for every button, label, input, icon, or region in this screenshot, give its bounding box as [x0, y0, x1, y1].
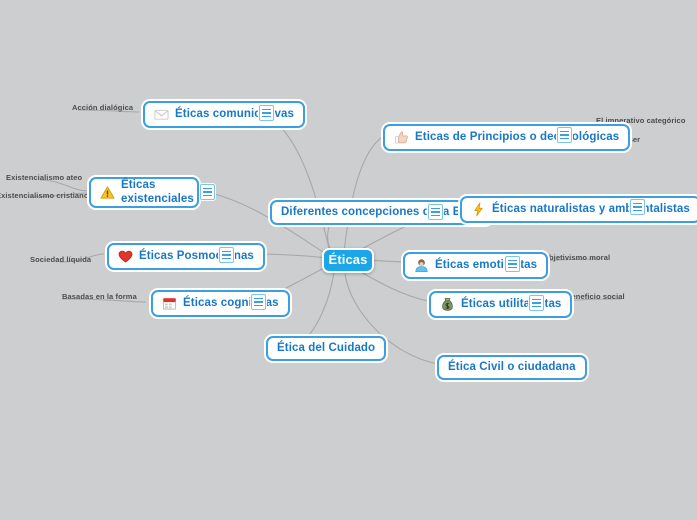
node-eticas-naturalistas-ambientalistas[interactable]: Éticas naturalistas y ambientalistas [460, 196, 697, 223]
node-etica-del-cuidado[interactable]: Ética del Cuidado [266, 336, 387, 362]
node-eticas-posmodernas[interactable]: Éticas Posmodernas [107, 243, 265, 270]
node-eticas-principios-deontologicas[interactable]: Eticas de Principios o deontológicas [383, 124, 631, 151]
leaf-basadas-en-la-forma[interactable]: Basadas en la forma [62, 292, 137, 301]
heart-icon [118, 249, 133, 264]
node-diferentes-concepciones[interactable]: Diferentes concepciones de la Etica [270, 200, 492, 226]
leaf-existencialismo-cristiano[interactable]: Existencialismo cristiano [0, 191, 89, 200]
lightning-icon [471, 202, 486, 217]
root-label: Éticas [328, 252, 368, 268]
node-menu-button-emotivistas[interactable] [505, 256, 520, 272]
edge-root-comunicativas [261, 112, 331, 254]
node-label: Éticas naturalistas y ambientalistas [492, 202, 690, 215]
node-label: Éticas comunicativas [175, 107, 294, 120]
node-label: Eticas de Principios o deontológicas [415, 130, 620, 143]
node-label: Ética del Cuidado [277, 342, 376, 354]
node-eticas-utilitaristas[interactable]: Éticas utilitaristas [429, 291, 573, 318]
warning-icon [100, 185, 115, 200]
leaf-existencialismo-ateo[interactable]: Existencialismo ateo [6, 173, 83, 182]
node-eticas-existenciales[interactable]: Éticas existenciales [89, 177, 199, 208]
leaf-beneficio-social[interactable]: Beneficio social [566, 292, 625, 301]
money-bag-icon [440, 297, 455, 312]
node-menu-button-posmodernas[interactable] [219, 247, 234, 263]
node-menu-button-existenciales[interactable] [200, 184, 215, 200]
envelope-icon [154, 107, 169, 122]
edge-root-cuidado [307, 271, 335, 337]
node-root-eticas[interactable]: Éticas [322, 248, 374, 273]
calendar-icon [162, 296, 177, 311]
node-menu-button-naturalistas[interactable] [630, 199, 645, 215]
node-label: Éticas Posmodernas [139, 249, 254, 262]
edge-root-principios [343, 134, 386, 253]
leaf-sociedad-liquida[interactable]: Sociedad líquida [30, 255, 92, 264]
node-menu-button-utilitaristas[interactable] [529, 295, 544, 311]
node-label: Ética Civil o ciudadana [448, 361, 576, 373]
node-menu-button-principios[interactable] [557, 127, 572, 143]
node-label: Éticas emotivistas [435, 258, 538, 271]
node-label: Éticas utilitaristas [461, 297, 562, 310]
node-menu-button-concepciones[interactable] [428, 204, 443, 220]
node-eticas-comunicativas[interactable]: Éticas comunicativas [143, 101, 305, 128]
node-eticas-cognitivas[interactable]: Éticas cognitivas [151, 290, 290, 317]
node-eticas-emotivistas[interactable]: Éticas emotivistas [403, 252, 549, 279]
thumbs-up-icon [394, 130, 409, 145]
user-icon [414, 258, 429, 273]
node-menu-button-comunicativas[interactable] [259, 105, 274, 121]
node-label: Éticas existenciales [121, 179, 194, 205]
node-label: Diferentes concepciones de la Etica [281, 206, 481, 218]
leaf-accion-dialogica[interactable]: Acción dialógica [72, 103, 134, 112]
node-etica-civil-ciudadana[interactable]: Ética Civil o ciudadana [437, 355, 587, 381]
leaf-imperativo-categorico[interactable]: El imperativo categórico [596, 116, 686, 125]
node-menu-button-cognitivas[interactable] [251, 294, 266, 310]
leaf-subjetivismo-moral[interactable]: subjetivismo moral [540, 253, 611, 262]
